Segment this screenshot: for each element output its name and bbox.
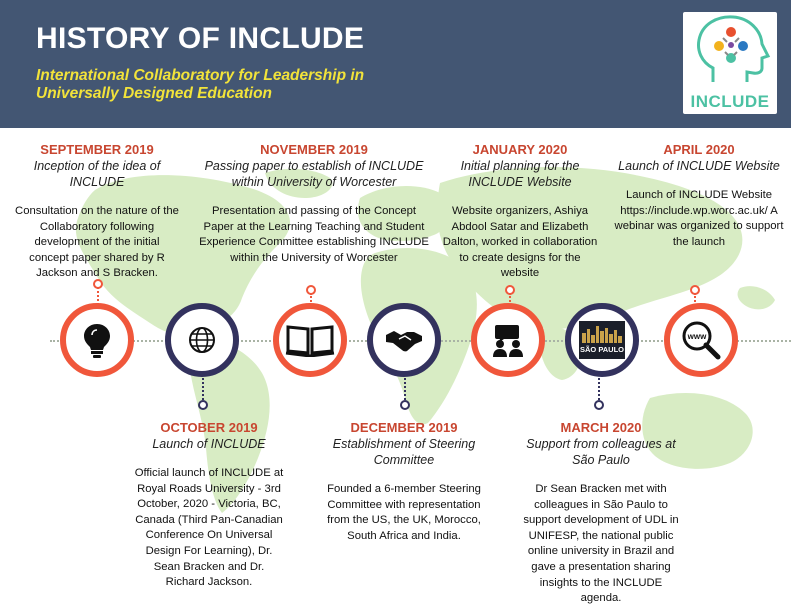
globe-circle: [165, 303, 239, 377]
connector-line: [509, 293, 511, 309]
event-description: Consultation on the nature of the Collab…: [15, 205, 179, 280]
www-magnifier-icon: www: [682, 321, 721, 360]
globe-icon: [189, 327, 215, 353]
connector-line: [97, 287, 99, 309]
event-date: NOVEMBER 2019: [260, 142, 368, 157]
event-headline: Launch of INCLUDE: [152, 437, 266, 451]
connector-line: [202, 374, 204, 400]
handshake-icon: [386, 331, 422, 352]
event-date: SEPTEMBER 2019: [40, 142, 154, 157]
include-logo: INCLUDE: [683, 12, 777, 114]
sao-paulo-label: SÃO PAULO: [580, 345, 624, 354]
event-september-2019: SEPTEMBER 2019 Inception of the idea of …: [14, 142, 180, 282]
lightbulb-icon: [84, 324, 110, 358]
event-date: JANUARY 2020: [472, 142, 568, 157]
connector-line: [404, 374, 406, 400]
page-subtitle: International Collaboratory for Leadersh…: [36, 67, 365, 102]
connector-line: [310, 293, 312, 309]
event-description: Founded a 6-member Steering Committee wi…: [327, 483, 481, 542]
event-headline: Launch of INCLUDE Website: [618, 159, 780, 173]
event-description: Dr Sean Bracken met with colleagues in S…: [523, 483, 679, 605]
event-december-2019: DECEMBER 2019 Establishment of Steering …: [316, 420, 492, 544]
event-march-2020: MARCH 2020 Support from colleagues at Sã…: [520, 420, 682, 607]
connector-dot: [594, 400, 604, 410]
event-date: DECEMBER 2019: [350, 420, 458, 435]
event-description: Website organizers, Ashiya Abdool Satar …: [442, 205, 598, 280]
event-description: Presentation and passing of the Concept …: [199, 205, 429, 264]
event-headline: Initial planning for the INCLUDE Website: [460, 159, 580, 189]
lightbulb-circle: [60, 303, 134, 377]
event-headline: Support from colleagues at São Paulo: [526, 437, 676, 467]
event-description: Launch of INCLUDE Website https://includ…: [614, 189, 784, 248]
event-description: Official launch of INCLUDE at Royal Road…: [134, 467, 284, 589]
sao-paulo-circle: SÃO PAULO: [565, 303, 639, 377]
connector-line: [694, 293, 696, 309]
event-date: APRIL 2020: [663, 142, 735, 157]
event-april-2020: APRIL 2020 Launch of INCLUDE Website Lau…: [608, 142, 790, 250]
connector-dot: [400, 400, 410, 410]
handshake-circle: [367, 303, 441, 377]
header-banner: HISTORY OF INCLUDE International Collabo…: [0, 0, 791, 128]
connector-line: [598, 374, 600, 400]
event-headline: Inception of the idea of INCLUDE: [33, 159, 161, 189]
meeting-circle: [471, 303, 545, 377]
www-label: www: [687, 332, 707, 341]
event-january-2020: JANUARY 2020 Initial planning for the IN…: [440, 142, 600, 282]
connector-dot: [198, 400, 208, 410]
event-october-2019: OCTOBER 2019 Launch of INCLUDE Official …: [134, 420, 284, 591]
page-title: HISTORY OF INCLUDE: [36, 22, 365, 55]
event-date: MARCH 2020: [560, 420, 642, 435]
meeting-icon: [493, 325, 523, 357]
www-circle: www: [664, 303, 738, 377]
head-profile-icon: [697, 15, 771, 82]
book-icon: [285, 325, 335, 357]
book-circle: [273, 303, 347, 377]
world-map-background: [75, 166, 775, 513]
event-date: OCTOBER 2019: [160, 420, 258, 435]
logo-text: INCLUDE: [690, 92, 770, 111]
event-headline: Establishment of Steering Committee: [332, 437, 476, 467]
event-november-2019: NOVEMBER 2019 Passing paper to establish…: [196, 142, 432, 266]
event-headline: Passing paper to establish of INCLUDE wi…: [204, 159, 424, 189]
sao-paulo-skyline-icon: SÃO PAULO: [579, 321, 625, 359]
